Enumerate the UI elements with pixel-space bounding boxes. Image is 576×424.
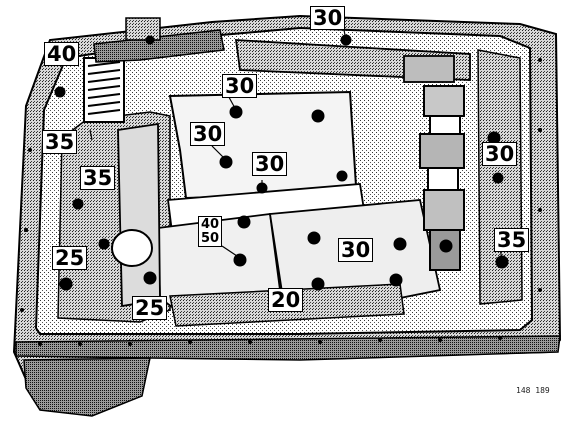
torque-label: 30 [190,122,226,146]
torque-label: 30 [310,6,346,30]
edge-holes [20,58,542,346]
valve-spool-right [419,85,465,271]
figure-reference-number: 148 189 [516,386,550,395]
torque-label: 20 [268,288,304,312]
linkage-block [125,17,161,41]
torque-label: 30 [252,152,288,176]
torque-label: 35 [42,130,78,154]
torque-label: 25 [52,246,88,270]
linkage-top [93,29,225,63]
tube-end-cap [403,55,455,83]
housing-foot [23,357,151,417]
torque-label-dual: 40 50 [198,216,223,248]
round-plug [111,229,153,267]
torque-label: 25 [132,296,168,320]
torque-label: 35 [494,228,530,252]
torque-label: 35 [80,166,116,190]
torque-label: 30 [222,74,258,98]
torque-label: 30 [338,238,374,262]
spring-coils [87,61,121,115]
torque-label: 30 [482,142,518,166]
torque-label: 40 [44,42,80,66]
housing-lower-lip [15,335,561,361]
